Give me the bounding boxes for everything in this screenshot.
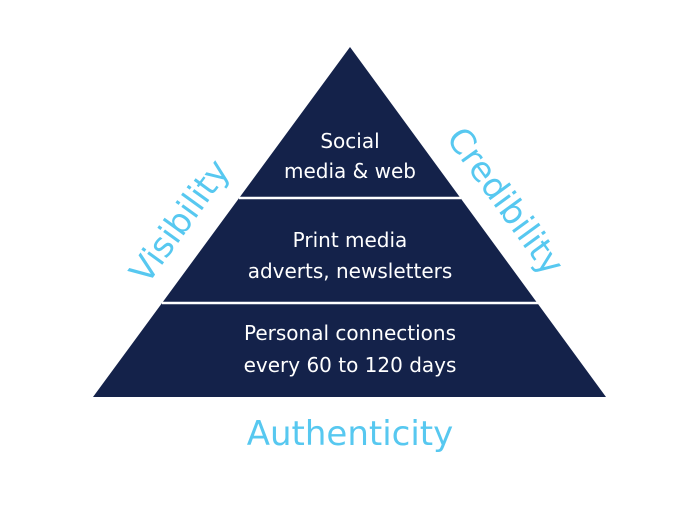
tier-middle-line1: Print media: [293, 228, 408, 252]
tier-middle-line2: adverts, newsletters: [248, 259, 453, 283]
tier-bottom-line2: every 60 to 120 days: [244, 353, 457, 377]
tier-top: Social media & web: [284, 129, 416, 183]
tier-bottom: Personal connections every 60 to 120 day…: [244, 321, 457, 377]
tier-top-line2: media & web: [284, 159, 416, 183]
tier-top-line1: Social: [320, 129, 379, 153]
tier-bottom-line1: Personal connections: [244, 321, 456, 345]
pyramid-shape: [93, 47, 606, 397]
label-authenticity: Authenticity: [247, 414, 454, 454]
tier-middle: Print media adverts, newsletters: [248, 228, 453, 283]
